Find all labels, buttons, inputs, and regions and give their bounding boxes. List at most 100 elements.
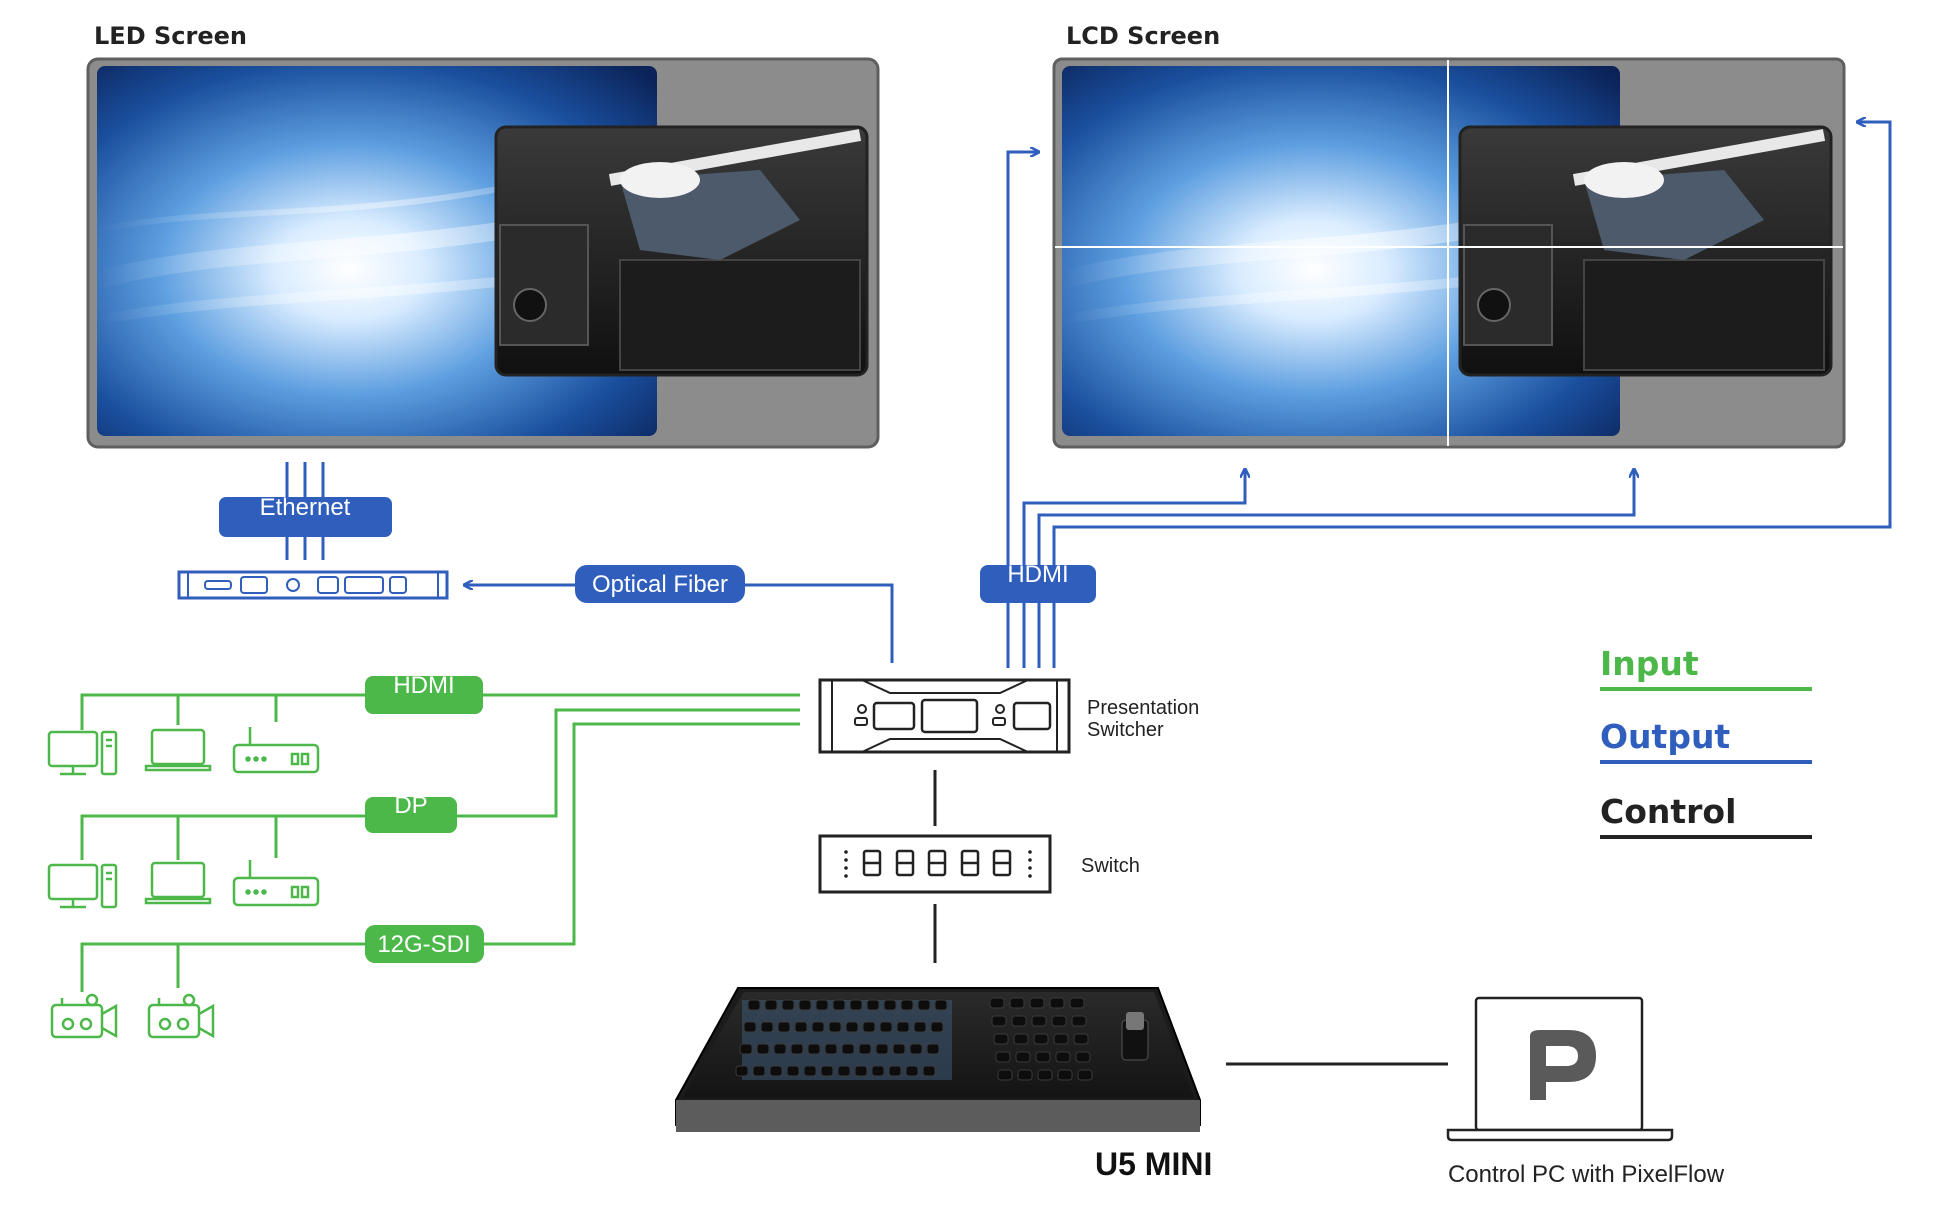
console-key: [1071, 1015, 1087, 1027]
console-key: [781, 999, 795, 1011]
console-key: [735, 1065, 749, 1077]
console-key: [883, 999, 897, 1011]
legend-control-label: Control: [1600, 792, 1736, 831]
lcd-pip-window: [1458, 125, 1833, 377]
console-key: [905, 1065, 919, 1077]
hdmi-input-pill: HDMI: [365, 672, 483, 714]
hdmi-output-label: HDMI: [1007, 561, 1068, 588]
console-key: [862, 1021, 876, 1033]
legend: Input Output Control: [1600, 644, 1812, 839]
dp-input-pill: DP: [365, 792, 457, 833]
console-key: [854, 1065, 868, 1077]
control-pc-label: Control PC with PixelFlow: [1448, 1161, 1725, 1188]
led-screen: [86, 57, 880, 449]
console-key: [892, 1043, 906, 1055]
sdi-input-label: 12G-SDI: [377, 931, 470, 958]
console-key: [769, 1065, 783, 1077]
console-key: [1011, 1015, 1027, 1027]
console-key: [997, 1069, 1013, 1081]
led-pip-window: [494, 125, 869, 377]
console-key: [1017, 1069, 1033, 1081]
led-screen-title: LED Screen: [94, 22, 247, 50]
console-key: [875, 1043, 889, 1055]
console-key: [815, 999, 829, 1011]
console-key: [993, 1033, 1009, 1045]
pixelflow-logo-icon: [1530, 1030, 1596, 1100]
console-key: [922, 1065, 936, 1077]
console-key: [1069, 997, 1085, 1009]
camera-icon: [50, 993, 118, 1039]
hdmi-input-label: HDMI: [393, 672, 454, 699]
hdmi-output-pill: HDMI: [980, 561, 1096, 603]
console-key: [888, 1065, 902, 1077]
lcd-screen: [1052, 57, 1846, 449]
desktop-pc-icon: [47, 863, 118, 909]
media-box-icon: [232, 860, 320, 907]
console-key: [760, 1021, 774, 1033]
console-key: [1073, 1033, 1089, 1045]
console-key: [794, 1021, 808, 1033]
console-key: [989, 997, 1005, 1009]
console-key: [1075, 1051, 1091, 1063]
console-key: [807, 1043, 821, 1055]
console-key: [811, 1021, 825, 1033]
console-key: [832, 999, 846, 1011]
ethernet-pill: Ethernet: [219, 494, 392, 537]
console-key: [849, 999, 863, 1011]
presentation-switcher-label-line1: Presentation: [1087, 697, 1199, 719]
laptop-icon: [144, 728, 212, 772]
console-key: [1029, 997, 1045, 1009]
console-key: [1049, 997, 1065, 1009]
console-key: [773, 1043, 787, 1055]
console-key: [1077, 1069, 1093, 1081]
console-key: [803, 1065, 817, 1077]
u5-mini-console: [675, 987, 1201, 1132]
console-key: [1013, 1033, 1029, 1045]
console-key: [909, 1043, 923, 1055]
console-key: [1053, 1033, 1069, 1045]
console-key: [820, 1065, 834, 1077]
console-key: [1035, 1051, 1051, 1063]
console-key: [841, 1043, 855, 1055]
console-key: [1009, 997, 1025, 1009]
console-key: [828, 1021, 842, 1033]
console-key: [777, 1021, 791, 1033]
media-box-icon: [232, 727, 320, 774]
console-key: [1055, 1051, 1071, 1063]
console-key: [930, 1021, 944, 1033]
console-key: [845, 1021, 859, 1033]
console-key: [739, 1043, 753, 1055]
console-key: [756, 1043, 770, 1055]
console-key: [926, 1043, 940, 1055]
desktop-pc-icon: [47, 730, 118, 776]
u5-mini-label: U5 MINI: [1095, 1146, 1212, 1182]
console-key: [871, 1065, 885, 1077]
input-lines: [80, 693, 800, 992]
console-key: [866, 999, 880, 1011]
console-key: [995, 1051, 1011, 1063]
console-key: [1031, 1015, 1047, 1027]
dp-input-label: DP: [394, 792, 427, 819]
legend-output-label: Output: [1600, 717, 1730, 756]
console-key: [900, 999, 914, 1011]
presentation-switcher-label-line2: Switcher: [1087, 719, 1164, 741]
console-key: [896, 1021, 910, 1033]
console-key: [790, 1043, 804, 1055]
switch-label: Switch: [1081, 855, 1140, 877]
console-key: [837, 1065, 851, 1077]
console-key: [879, 1021, 893, 1033]
console-key: [786, 1065, 800, 1077]
console-key: [991, 1015, 1007, 1027]
sdi-input-pill: 12G-SDI: [365, 925, 484, 963]
sending-card-device: [177, 570, 449, 600]
control-pc-laptop: [1446, 996, 1674, 1142]
camera-icon: [147, 993, 215, 1039]
console-key: [798, 999, 812, 1011]
presentation-switcher-device: [818, 678, 1071, 754]
console-key: [743, 1021, 757, 1033]
console-key: [858, 1043, 872, 1055]
console-key: [913, 1021, 927, 1033]
console-key: [1033, 1033, 1049, 1045]
